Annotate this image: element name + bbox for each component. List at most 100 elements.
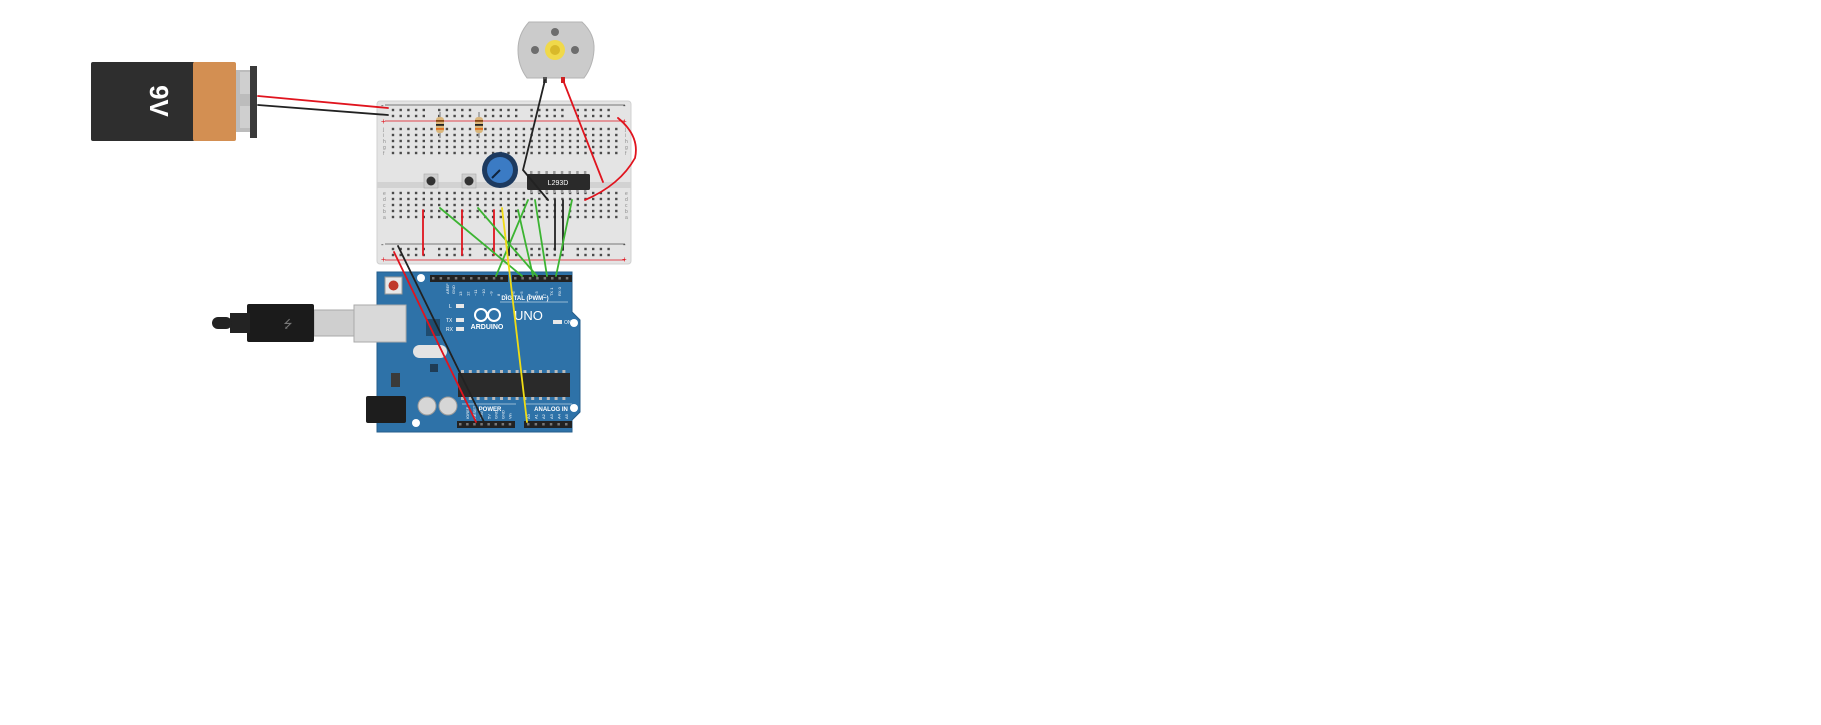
- resistor-1[interactable]: [436, 112, 444, 138]
- wire-green-5[interactable]: [555, 199, 573, 277]
- breadboard-rail-hole[interactable]: [461, 108, 464, 112]
- breadboard-hole[interactable]: [430, 151, 433, 155]
- breadboard-hole[interactable]: [476, 151, 479, 155]
- breadboard-hole[interactable]: [430, 133, 433, 137]
- breadboard-hole[interactable]: [599, 197, 603, 201]
- header-pin[interactable]: [473, 423, 476, 426]
- breadboard-hole[interactable]: [545, 133, 549, 137]
- breadboard-hole[interactable]: [568, 215, 572, 219]
- breadboard-hole[interactable]: [607, 197, 610, 201]
- breadboard-rail-hole[interactable]: [553, 253, 556, 257]
- arduino-reset-button[interactable]: [388, 280, 399, 291]
- breadboard-rail-hole[interactable]: [545, 253, 549, 257]
- breadboard-hole[interactable]: [391, 133, 395, 137]
- breadboard-hole[interactable]: [538, 127, 541, 131]
- breadboard-hole[interactable]: [453, 127, 456, 131]
- breadboard-hole[interactable]: [592, 191, 595, 195]
- breadboard-hole[interactable]: [592, 215, 595, 219]
- breadboard-hole[interactable]: [530, 197, 533, 201]
- breadboard-hole[interactable]: [576, 203, 579, 207]
- breadboard-hole[interactable]: [568, 145, 572, 149]
- breadboard-hole[interactable]: [399, 209, 402, 213]
- breadboard-hole[interactable]: [522, 133, 526, 137]
- breadboard-hole[interactable]: [576, 197, 579, 201]
- breadboard-hole[interactable]: [499, 145, 502, 149]
- breadboard-hole[interactable]: [553, 127, 556, 131]
- breadboard-hole[interactable]: [522, 145, 526, 149]
- breadboard-hole[interactable]: [515, 209, 518, 213]
- breadboard-hole[interactable]: [538, 215, 541, 219]
- breadboard-hole[interactable]: [468, 191, 472, 195]
- breadboard-hole[interactable]: [576, 139, 579, 143]
- push-button-2[interactable]: [461, 173, 477, 189]
- breadboard-hole[interactable]: [476, 209, 479, 213]
- header-pin[interactable]: [432, 277, 435, 280]
- breadboard-hole[interactable]: [484, 197, 487, 201]
- breadboard-hole[interactable]: [615, 127, 618, 131]
- push-button-1[interactable]: [423, 173, 439, 189]
- breadboard-hole[interactable]: [491, 133, 495, 137]
- breadboard-hole[interactable]: [607, 209, 610, 213]
- wire-green-3[interactable]: [495, 199, 529, 277]
- breadboard-rail-hole[interactable]: [491, 253, 495, 257]
- breadboard-hole[interactable]: [561, 151, 564, 155]
- breadboard-rail-hole[interactable]: [445, 114, 449, 118]
- breadboard-hole[interactable]: [522, 197, 526, 201]
- breadboard-hole[interactable]: [445, 145, 449, 149]
- breadboard-hole[interactable]: [407, 197, 410, 201]
- breadboard-rail-hole[interactable]: [515, 247, 518, 251]
- breadboard-hole[interactable]: [461, 203, 464, 207]
- breadboard-rail-hole[interactable]: [599, 247, 603, 251]
- breadboard-hole[interactable]: [453, 151, 456, 155]
- breadboard-hole[interactable]: [484, 127, 487, 131]
- breadboard-hole[interactable]: [445, 197, 449, 201]
- breadboard-rail-hole[interactable]: [484, 114, 487, 118]
- arduino-usb-port[interactable]: [353, 304, 407, 343]
- breadboard-hole[interactable]: [607, 139, 610, 143]
- breadboard-rail-hole[interactable]: [407, 108, 410, 112]
- breadboard-hole[interactable]: [568, 133, 572, 137]
- breadboard-hole[interactable]: [499, 215, 502, 219]
- breadboard-rail-hole[interactable]: [538, 114, 541, 118]
- breadboard-hole[interactable]: [530, 139, 533, 143]
- breadboard-hole[interactable]: [491, 151, 495, 155]
- breadboard-hole[interactable]: [407, 145, 410, 149]
- breadboard-hole[interactable]: [445, 209, 449, 213]
- wire-battery-negative[interactable]: [257, 104, 389, 116]
- breadboard-hole[interactable]: [468, 209, 472, 213]
- breadboard-rail-hole[interactable]: [561, 108, 564, 112]
- header-pin[interactable]: [565, 277, 569, 280]
- breadboard-hole[interactable]: [453, 191, 456, 195]
- breadboard-hole[interactable]: [507, 133, 510, 137]
- breadboard-hole[interactable]: [445, 127, 449, 131]
- breadboard-hole[interactable]: [499, 139, 502, 143]
- breadboard-rail-hole[interactable]: [491, 247, 495, 251]
- breadboard-hole[interactable]: [453, 133, 456, 137]
- breadboard-hole[interactable]: [422, 139, 425, 143]
- breadboard-hole[interactable]: [476, 203, 479, 207]
- header-pin[interactable]: [514, 277, 517, 280]
- breadboard-hole[interactable]: [484, 145, 487, 149]
- breadboard-hole[interactable]: [522, 215, 526, 219]
- breadboard-hole[interactable]: [430, 215, 433, 219]
- breadboard-hole[interactable]: [507, 145, 510, 149]
- breadboard-rail-hole[interactable]: [414, 108, 418, 112]
- breadboard-rail-hole[interactable]: [499, 253, 502, 257]
- breadboard-hole[interactable]: [491, 127, 495, 131]
- breadboard-hole[interactable]: [484, 139, 487, 143]
- breadboard-rail-hole[interactable]: [584, 108, 587, 112]
- breadboard-hole[interactable]: [445, 215, 449, 219]
- breadboard-hole[interactable]: [422, 133, 425, 137]
- arduino-uno[interactable]: DIGITAL (PWM~) ARDUINO UNO POWER ANALOG …: [353, 271, 581, 433]
- battery-terminal-positive[interactable]: [240, 72, 250, 94]
- battery-9v[interactable]: 9V: [91, 62, 257, 141]
- breadboard-hole[interactable]: [391, 197, 395, 201]
- breadboard-rail-hole[interactable]: [545, 114, 549, 118]
- breadboard-rail-hole[interactable]: [515, 108, 518, 112]
- breadboard-hole[interactable]: [468, 215, 472, 219]
- breadboard-rail-hole[interactable]: [607, 108, 610, 112]
- breadboard-hole[interactable]: [445, 203, 449, 207]
- breadboard-hole[interactable]: [461, 133, 464, 137]
- header-pin[interactable]: [477, 277, 481, 280]
- breadboard-hole[interactable]: [615, 203, 618, 207]
